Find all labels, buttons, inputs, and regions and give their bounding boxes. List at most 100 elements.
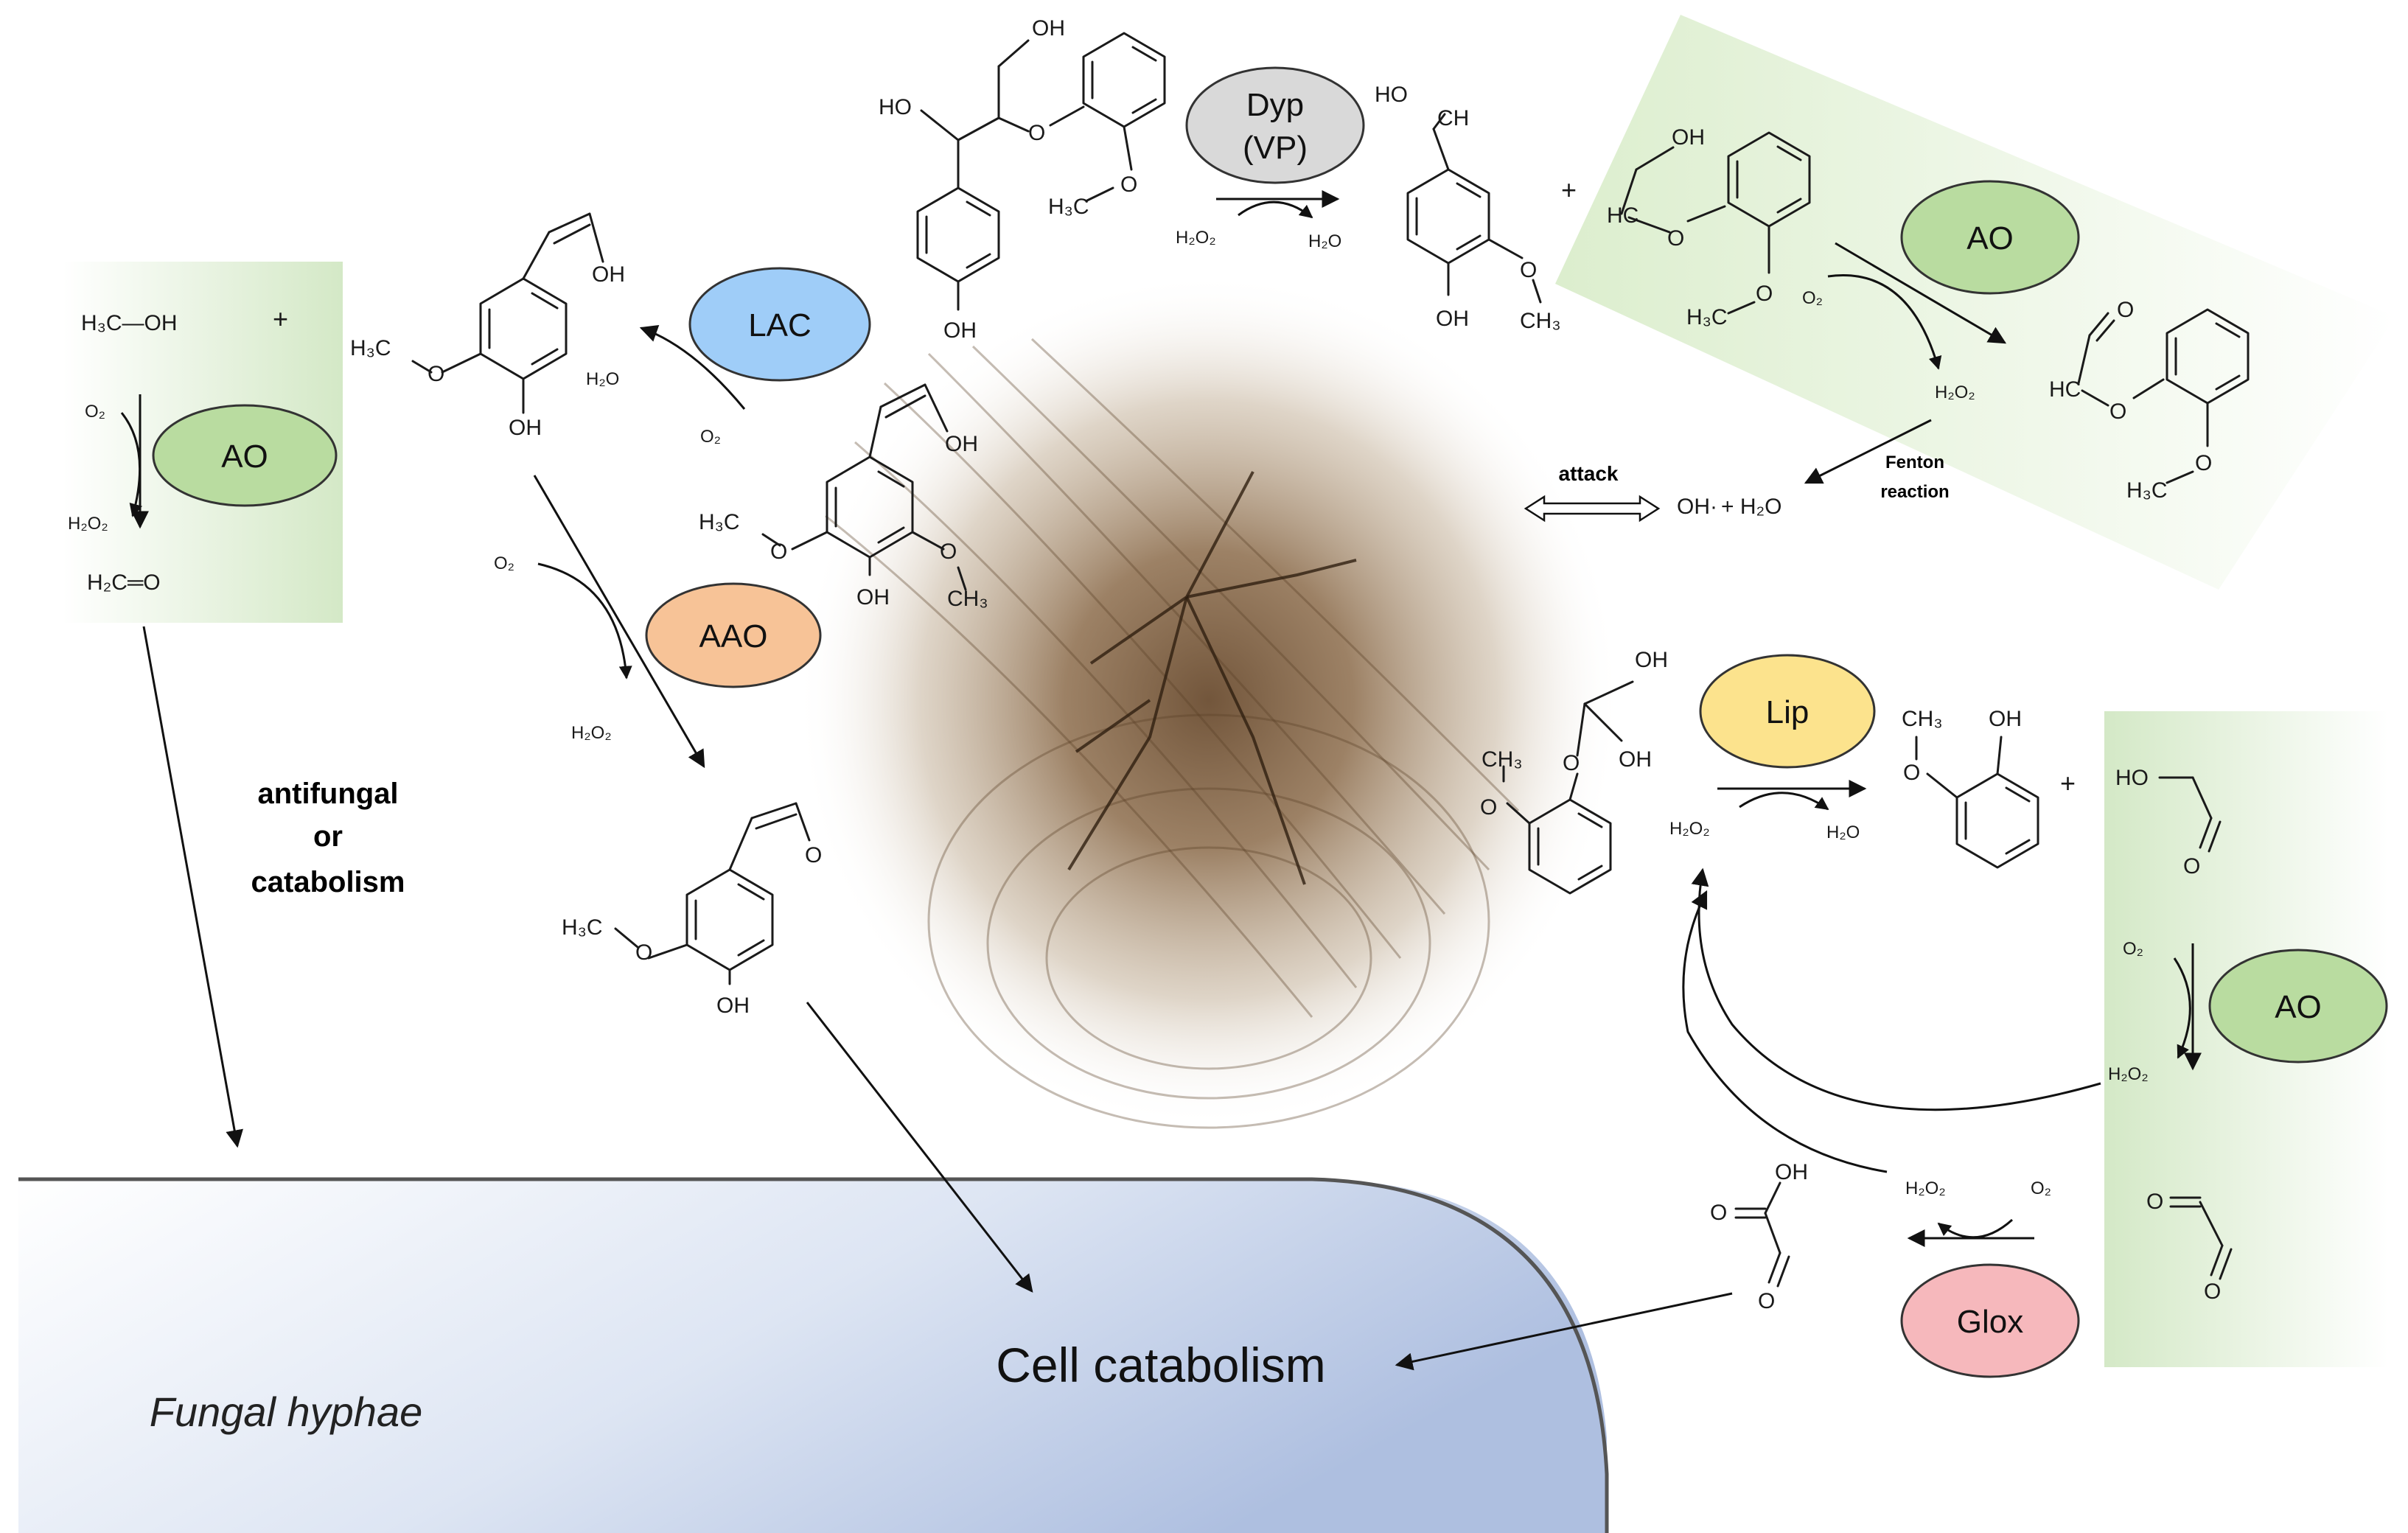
coniferaldehyde-h3c: H₃C	[562, 915, 603, 940]
antifungal-text-3: catabolism	[251, 866, 405, 898]
water-fenton: + H₂O	[1721, 495, 1782, 519]
dyp-enzyme-label: Dyp	[1246, 87, 1304, 123]
o2-ao-right: O₂	[2123, 939, 2143, 959]
coniferyl-oh-top: OH	[592, 262, 625, 287]
plus-top: +	[1561, 175, 1577, 205]
coniferaldehyde-oh: OH	[716, 994, 750, 1018]
dyp-side-arrow	[1238, 200, 1313, 219]
vp-enzyme-label: (VP)	[1243, 130, 1308, 166]
lac-enzyme	[688, 267, 871, 382]
radical-o: O	[1520, 258, 1537, 282]
ao-enzyme-top-right	[1900, 180, 2080, 295]
glyoxylic-o: O	[1710, 1201, 1727, 1225]
glyoxylic-o-aldehyde: O	[1758, 1289, 1775, 1313]
aldehyde-top-o: O	[2117, 298, 2134, 322]
fenton-text-1: Fenton	[1885, 453, 1944, 472]
coniferyl-oh-bottom: OH	[509, 416, 542, 440]
glox-side-arrow	[1937, 1218, 2014, 1239]
o2-aao: O₂	[494, 554, 514, 573]
coniferyl-alcohol-structure	[411, 212, 604, 414]
fenton-text-2: reaction	[1880, 482, 1949, 502]
h2o2-glox: H₂O₂	[1905, 1178, 1946, 1198]
coniferyl-h3c: H₃C	[350, 336, 391, 360]
dimer-top-oh-phenol: OH	[943, 318, 977, 343]
glyoxal-o-top: O	[2146, 1190, 2163, 1214]
beta-o-4-dimer-structure-top	[916, 32, 1166, 311]
ao-enzyme-left-label: AO	[221, 439, 268, 475]
antifungal-arrow	[142, 626, 243, 1148]
o2-lac: O₂	[700, 427, 721, 447]
sinapyl-h3c: H₃C	[699, 510, 740, 534]
sinapyl-oh-bottom: OH	[856, 585, 890, 610]
guaiacol-ch3: CH₃	[1902, 707, 1943, 731]
guaiacyl-radical-product-structure	[1406, 113, 1542, 304]
aldehyde-product-top-right-structure	[2077, 308, 2250, 484]
glycolaldehyde-o: O	[2183, 854, 2200, 879]
glyoxal-structure	[2169, 1196, 2233, 1280]
ao-top-reaction-arrow	[1835, 242, 2007, 344]
ao-enzyme-right-label: AO	[2275, 989, 2322, 1025]
plus-sign: +	[273, 304, 288, 334]
coniferaldehyde-o-methoxy: O	[635, 940, 652, 965]
glycolaldehyde-structure	[2158, 776, 2222, 853]
aao-reaction-arrow	[533, 475, 705, 769]
guaiacol-structure	[1915, 736, 2039, 869]
attack-label: attack	[1559, 462, 1619, 485]
hydroxyl-radical: OH·	[1677, 495, 1717, 519]
glyoxal-o-bottom: O	[2204, 1279, 2221, 1304]
plus-right: +	[2060, 768, 2076, 798]
antifungal-text-2: or	[313, 820, 343, 853]
lip-substrate-ch3: CH₃	[1482, 747, 1523, 772]
attack-double-arrow	[1524, 495, 1661, 523]
fenton-arrow	[1804, 419, 1932, 484]
dimer-top-oh: OH	[1032, 16, 1065, 41]
lac-reaction-arrow	[639, 324, 746, 410]
aao-side-arrow	[537, 562, 632, 680]
ao-top-side-arrow	[1827, 274, 1942, 370]
glycol-hc: HC	[1607, 203, 1639, 228]
fungal-hyphae-label: Fungal hyphae	[150, 1389, 423, 1435]
dimer-top-o-methoxy: O	[1120, 172, 1137, 197]
lip-substrate-o-ether: O	[1563, 751, 1580, 775]
h2o2-recycle-arrow-glox	[1682, 890, 1888, 1173]
glycolaldehyde-ho: HO	[2115, 766, 2149, 790]
fungal-cell-body	[18, 1179, 1607, 1533]
dimer-top-h3c: H₃C	[1048, 195, 1089, 219]
coniferaldehyde-structure	[614, 802, 811, 985]
wood-cross-section-image	[796, 273, 1622, 1129]
lip-substrate-structure	[1502, 680, 1634, 895]
glox-enzyme	[1900, 1263, 2080, 1378]
guaiacol-o: O	[1903, 761, 1920, 785]
lac-enzyme-label: LAC	[748, 307, 812, 343]
lip-side-arrow	[1739, 792, 1829, 811]
h2o2-ao-top: H₂O₂	[1935, 383, 1975, 402]
guaiacol-oh: OH	[1989, 707, 2022, 731]
antifungal-text-1: antifungal	[257, 778, 398, 810]
h2o2-ao-right: H₂O₂	[2108, 1064, 2149, 1084]
dimer-top-ho: HO	[879, 95, 912, 119]
glycol-o: O	[1667, 226, 1684, 251]
ao-left-side-arrow	[120, 412, 143, 517]
glycol-oh: OH	[1672, 125, 1705, 150]
lip-substrate-oh-side: OH	[1619, 747, 1652, 772]
h2o2-left: H₂O₂	[68, 514, 108, 534]
coniferyl-o: O	[427, 362, 444, 386]
dimer-top-o-ether: O	[1028, 121, 1045, 145]
glyoxylic-oh: OH	[1775, 1160, 1808, 1184]
ao-enzyme-left	[152, 404, 338, 507]
aldehyde-top-o-ether: O	[2109, 399, 2126, 424]
aao-enzyme-label: AAO	[699, 618, 768, 654]
aldehyde-top-h3c: H₃C	[2126, 478, 2168, 503]
radical-oh: OH	[1436, 307, 1469, 331]
dyp-vp-enzyme	[1185, 66, 1365, 184]
fungal-cell-membrane	[18, 1177, 1609, 1533]
lip-enzyme	[1699, 654, 1876, 769]
radical-ho: HO	[1375, 83, 1408, 107]
formaldehyde-label: H₂C═O	[87, 570, 161, 595]
sinapyl-o-right: O	[940, 539, 957, 564]
to-cell-catabolism-arrow-left	[806, 1002, 1033, 1293]
ao-zone-top-band	[1555, 15, 2395, 590]
lip-substrate-oh-top: OH	[1635, 648, 1668, 672]
sinapyl-oh-top: OH	[945, 432, 978, 456]
